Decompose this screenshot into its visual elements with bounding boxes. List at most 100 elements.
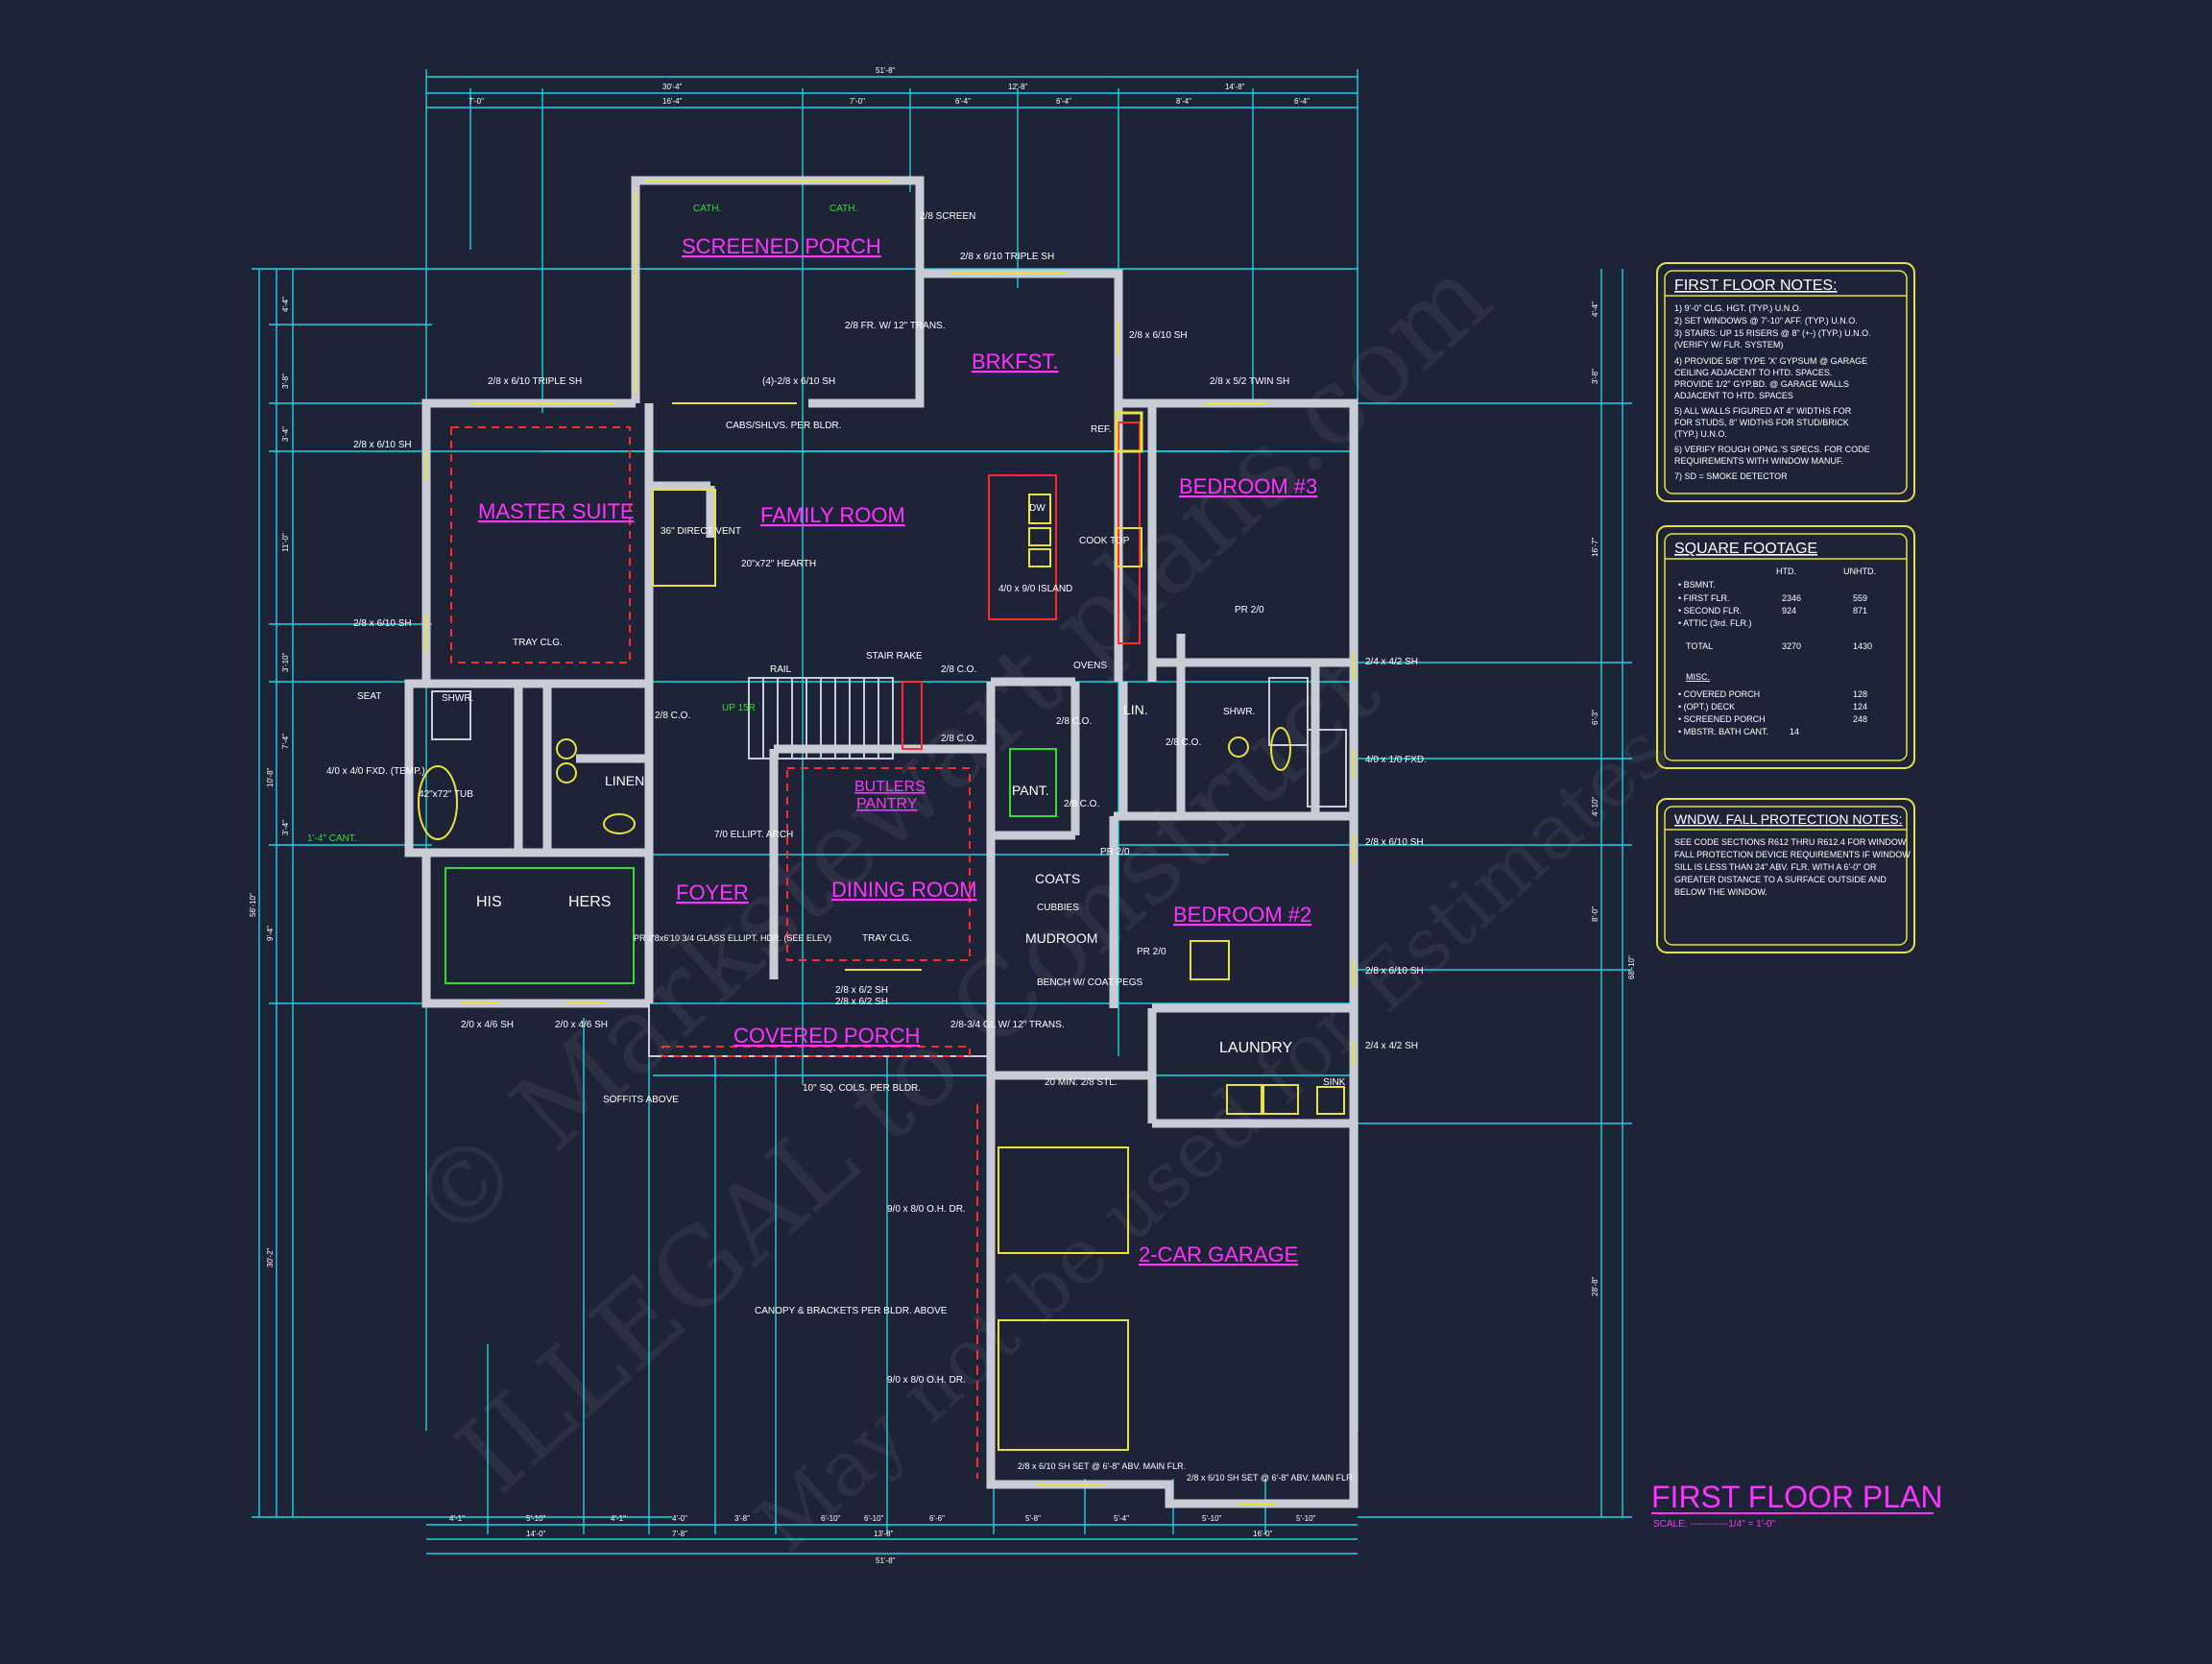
sqft-row0-label: • BSMNT.: [1678, 580, 1716, 590]
label-tray-master: TRAY CLG.: [513, 638, 563, 648]
fall-panel: WNDW. FALL PROTECTION NOTES: SEE CODE SE…: [1656, 798, 1915, 953]
kitchen-fixtures: [652, 411, 1143, 644]
label-seat: SEAT: [357, 691, 381, 702]
fall-line-3: GREATER DISTANCE TO A SURFACE OUTSIDE AN…: [1674, 875, 1887, 884]
label-sh-laundry: 2/4 x 4/2 SH: [1365, 1041, 1418, 1051]
label-co-5: 2/8 C.O.: [1064, 799, 1099, 809]
notes-line-12: REQUIREMENTS WITH WINDOW MANUF.: [1674, 456, 1843, 466]
notes-line-11: 6) VERIFY ROUGH OPNG.'S SPECS. FOR CODE: [1674, 445, 1870, 454]
notes-line-1: 2) SET WINDOWS @ 7'-10" AFF. (TYP.) U.N.…: [1674, 316, 1858, 326]
sqft-misc1-label: • (OPT.) DECK: [1678, 702, 1735, 711]
label-lin: LIN.: [1123, 702, 1148, 717]
bath-fixtures: [418, 677, 1347, 840]
label-island: 4/0 x 9/0 ISLAND: [998, 584, 1072, 594]
notes-line-8: 5) ALL WALLS FIGURED AT 4" WIDTHS FOR: [1674, 406, 1852, 416]
label-coats: COATS: [1035, 871, 1080, 886]
label-triple-sh-top: 2/8 x 6/10 TRIPLE SH: [960, 252, 1054, 262]
sqft-title: SQUARE FOOTAGE: [1674, 541, 1817, 557]
label-mudroom: MUDROOM: [1025, 930, 1097, 946]
sqft-col-unhtd: UNHTD.: [1843, 567, 1876, 576]
label-co-4: 2/8 C.O.: [1056, 716, 1092, 727]
dim-b1-10: 5'-10": [1202, 1514, 1222, 1523]
island-seat-2: [1028, 548, 1051, 567]
sqft-row3-label: • ATTIC (3rd. FLR.): [1678, 618, 1752, 628]
sqft-misc-title: MISC.: [1686, 672, 1710, 682]
plan-title-block: FIRST FLOOR PLAN SCALE: ------------1/4"…: [1651, 1480, 1942, 1530]
label-linen: LINEN: [605, 773, 644, 788]
label-ellipt-arch: 7/0 ELLIPT. ARCH: [714, 830, 793, 840]
label-fr-trans: 2/8 FR. W/ 12" TRANS.: [845, 321, 946, 331]
sqft-row1-unhtd: 559: [1853, 593, 1867, 603]
label-bench: BENCH W/ COAT PEGS: [1037, 977, 1143, 988]
label-fxd-bath: 4/0 x 1/0 FXD.: [1365, 755, 1427, 765]
closets: [445, 748, 1345, 1115]
notes-line-5: CEILING ADJACENT TO HTD. SPACES.: [1674, 368, 1832, 377]
notes-panel: FIRST FLOOR NOTES: 1) 9'-0" CLG. HGT. (T…: [1656, 262, 1915, 502]
label-tray-dining: TRAY CLG.: [862, 933, 912, 944]
room-butlers-2: PANTRY: [856, 796, 918, 812]
dim-left-2: 3'-4": [281, 426, 290, 442]
dim-b1-1: 5'-10": [526, 1514, 546, 1523]
kitchen-counter: [1118, 422, 1141, 644]
cooktop: [1116, 527, 1142, 567]
label-sh-bed3: 2/4 x 4/2 SH: [1365, 657, 1418, 667]
label-rail: RAIL: [770, 664, 792, 675]
dim-row2-1: 16'-4": [662, 97, 683, 106]
sqft-row2-unhtd: 871: [1853, 606, 1867, 615]
label-pr20-a: PR 2/0: [1235, 605, 1264, 615]
dim-b1-11: 5'-10": [1296, 1514, 1316, 1523]
notes-line-9: FOR STUDS, 8" WIDTHS FOR STUD/BRICK: [1674, 418, 1849, 427]
sqft-total-unhtd: 1430: [1853, 641, 1872, 651]
dim-left-overall: 56'-10": [249, 893, 257, 917]
dim-row2-6: 6'-4": [1294, 97, 1310, 106]
sqft-panel: SQUARE FOOTAGE HTD. UNHTD. • BSMNT. • FI…: [1656, 525, 1915, 769]
label-cubbies: CUBBIES: [1037, 903, 1079, 913]
dashed-ceilings: [450, 426, 971, 1057]
sqft-total-label: TOTAL: [1686, 641, 1713, 651]
room-screened-porch: SCREENED PORCH: [682, 234, 881, 258]
room-family: FAMILY ROOM: [760, 503, 905, 527]
fall-line-0: SEE CODE SECTIONS R612 THRU R612.4 FOR W…: [1674, 837, 1907, 847]
stairs: [748, 677, 923, 760]
notes-line-0: 1) 9'-0" CLG. HGT. (TYP.) U.N.O.: [1674, 303, 1801, 313]
dimension-text: 51'-8" 30'-4" 12'-8" 14'-8" 7'-0" 16'-4"…: [249, 66, 1636, 1565]
label-pant: PANT.: [1012, 783, 1049, 798]
label-shwr-1: SHWR.: [442, 693, 473, 704]
label-sink: SINK: [1323, 1077, 1346, 1088]
label-garage-sh-1: 2/8 x 6/10 SH SET @ 6'-8" ABV. MAIN FLR.: [1018, 1461, 1186, 1471]
dim-b1-9: 5'-4": [1114, 1514, 1129, 1523]
dim-left-6: 10'-8": [266, 767, 275, 787]
label-min-stl: 20 MIN. 2/8 STL.: [1045, 1077, 1118, 1088]
notes-line-2: 3) STAIRS: UP 15 RISERS @ 8" (+-) (TYP.)…: [1674, 328, 1871, 338]
label-fxd-temp: 4/0 x 4/0 FXD. (TEMP.): [326, 766, 425, 777]
dim-b1-2: 4'-1": [611, 1514, 626, 1523]
label-cath-1: CATH.: [693, 204, 721, 214]
label-sh-hers: 2/0 x 4/6 SH: [555, 1020, 608, 1030]
dim-top-right: 12'-8": [1008, 83, 1028, 91]
label-hearth: 20"x72" HEARTH: [741, 559, 816, 569]
label-cabs: CABS/SHLVS. PER BLDR.: [726, 421, 841, 431]
dim-right-4: 4'-10": [1591, 796, 1599, 816]
label-hers: HERS: [568, 894, 611, 910]
label-sh-his: 2/0 x 4/6 SH: [461, 1020, 514, 1030]
dim-left-3: 11'-0": [281, 533, 290, 552]
label-brk-sh: 2/8 x 6/10 SH: [1129, 330, 1188, 341]
sqft-row1-label: • FIRST FLR.: [1678, 593, 1730, 603]
dim-right-2: 16'-7": [1591, 537, 1599, 557]
notes-line-6: PROVIDE 1/2" GYP.BD. @ GARAGE WALLS: [1674, 379, 1849, 389]
label-tub: 42"x72" TUB: [419, 789, 473, 800]
dim-top-left: 30'-4": [662, 83, 683, 91]
label-canopy: CANOPY & BRACKETS PER BLDR. ABOVE: [755, 1306, 948, 1316]
dim-b2-3: 16'-0": [1253, 1530, 1273, 1538]
notes-line-3: (VERIFY W/ FLR. SYSTEM): [1674, 340, 1783, 350]
dim-b1-3: 4'-0": [672, 1514, 687, 1523]
room-covered-porch: COVERED PORCH: [733, 1024, 920, 1048]
label-sh-bed2a: 2/8 x 6/10 SH: [1365, 837, 1424, 848]
window-marks: [425, 180, 1355, 1505]
label-garage-sh-2: 2/8 x 6/10 SH SET @ 6'-8" ABV. MAIN FLR.: [1187, 1473, 1355, 1483]
dim-row2-2: 7'-0": [850, 97, 865, 106]
label-ohd-1: 9/0 x 8/0 O.H. DR.: [887, 1204, 966, 1215]
dim-top-far-right: 14'-8": [1225, 83, 1245, 91]
fall-line-4: BELOW THE WINDOW.: [1674, 887, 1767, 897]
dim-b2-0: 14'-0": [526, 1530, 546, 1538]
